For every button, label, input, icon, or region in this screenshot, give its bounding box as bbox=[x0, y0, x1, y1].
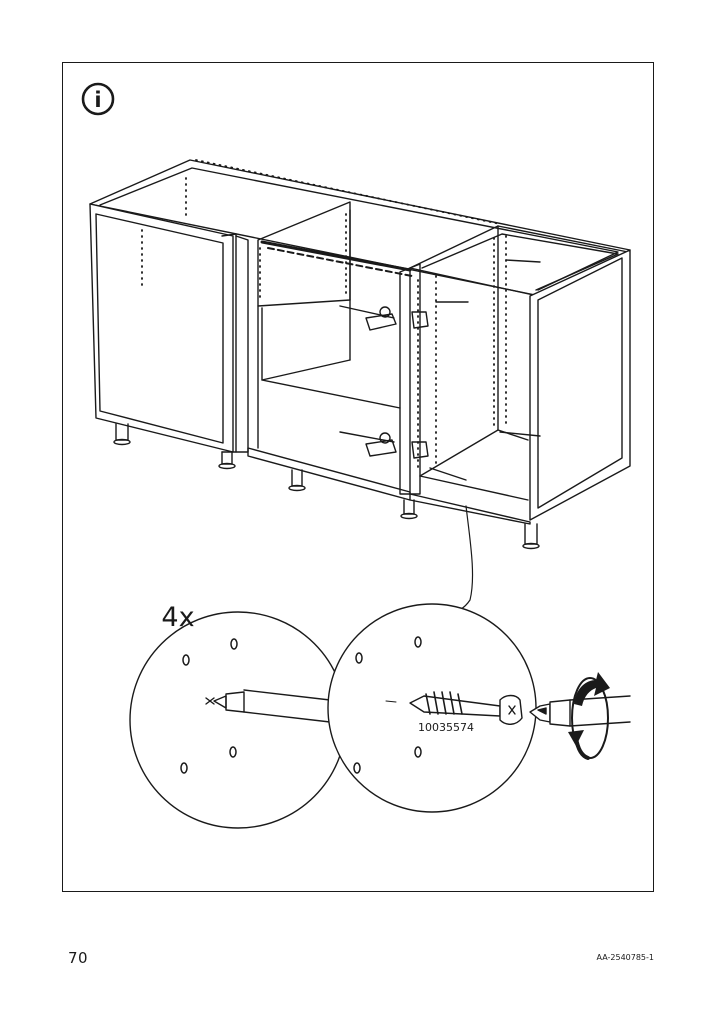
quantity-label: 4x bbox=[161, 602, 194, 633]
screw-icon bbox=[409, 691, 523, 725]
detail-screw-circle: 10035574 bbox=[327, 603, 537, 813]
instruction-frame bbox=[62, 62, 654, 892]
hinge-lower bbox=[339, 431, 429, 459]
page-number: 70 bbox=[68, 949, 89, 967]
document-code: AA-2540785-1 bbox=[596, 953, 654, 962]
info-icon: i bbox=[81, 82, 115, 116]
cabinet-assembly bbox=[89, 159, 631, 614]
svg-text:i: i bbox=[94, 88, 101, 112]
screwdriver-icon bbox=[529, 695, 631, 727]
cabinet-legs bbox=[113, 423, 540, 550]
hinge-upper bbox=[339, 305, 429, 331]
part-number-label: 10035574 bbox=[418, 721, 474, 734]
detail-drill-circle bbox=[129, 611, 347, 829]
rotate-clockwise-icon bbox=[568, 672, 610, 760]
